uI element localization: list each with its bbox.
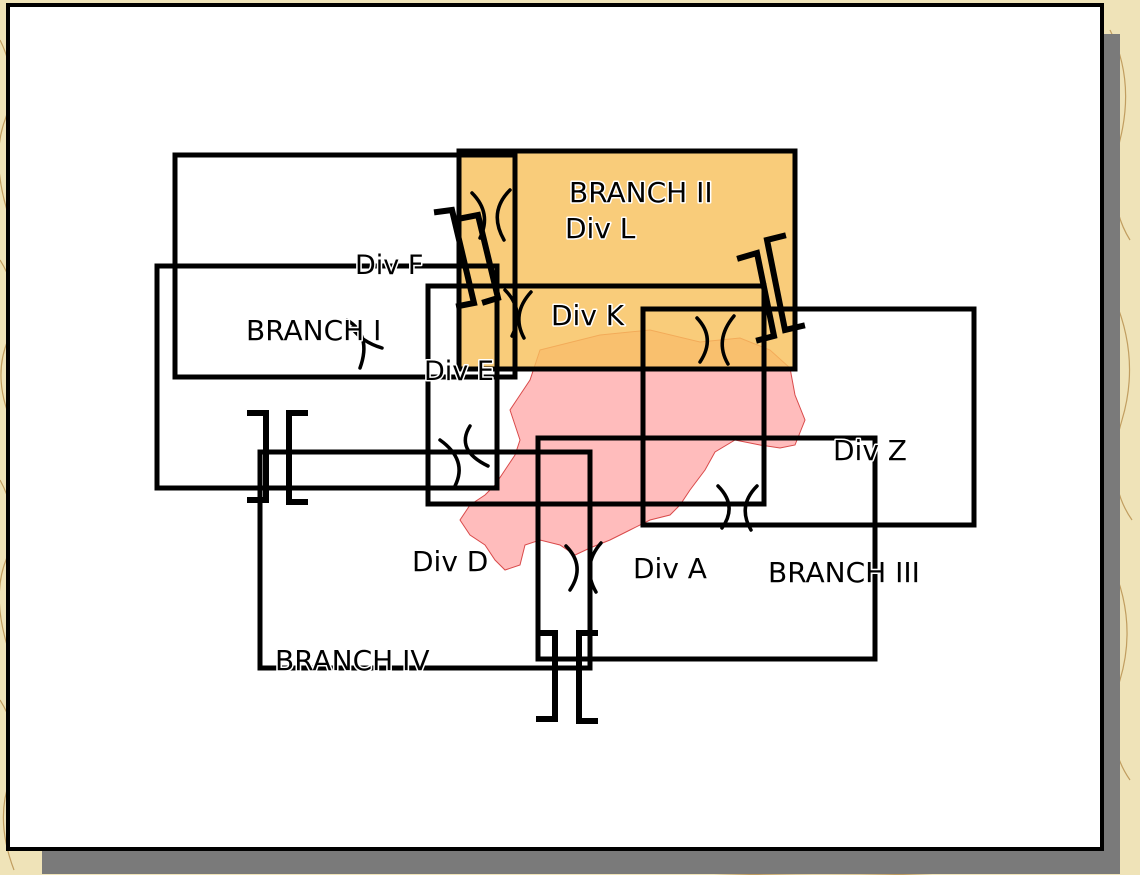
div-k-label: Div K <box>551 299 625 332</box>
div-d-label: Div D <box>412 545 488 578</box>
div-z-label: Div Z <box>833 434 907 467</box>
div-l-label: Div L <box>565 212 636 245</box>
div-f-label: Div F <box>355 250 423 281</box>
parenthesis-pair-icon <box>695 314 736 366</box>
parenthesis-pair-icon <box>345 318 384 370</box>
bracket-icon <box>247 410 308 505</box>
branch-ii-label: BRANCH II <box>569 176 713 209</box>
branch-iii-label: BRANCH III <box>768 556 920 589</box>
parenthesis-pair-icon <box>564 541 603 594</box>
branch-i-label: BRANCH I <box>246 314 381 347</box>
parenthesis-pair-icon <box>470 188 512 242</box>
bracket-icon <box>736 232 806 344</box>
parenthesis-pair-icon <box>716 484 759 532</box>
bracket-icon <box>433 206 502 310</box>
bracket-icon <box>536 630 598 724</box>
div-k-box <box>425 283 767 507</box>
branch-iv-label: BRANCH IV <box>275 644 430 677</box>
branch-iii-box <box>535 435 878 662</box>
div-a-label: Div A <box>633 552 707 585</box>
parenthesis-pair-icon <box>503 288 533 340</box>
div-z-box <box>640 306 977 528</box>
fire-area <box>459 329 806 571</box>
div-f-box <box>154 263 500 491</box>
div-e-label: Div E <box>424 356 494 387</box>
parenthesis-pair-icon <box>438 424 490 488</box>
